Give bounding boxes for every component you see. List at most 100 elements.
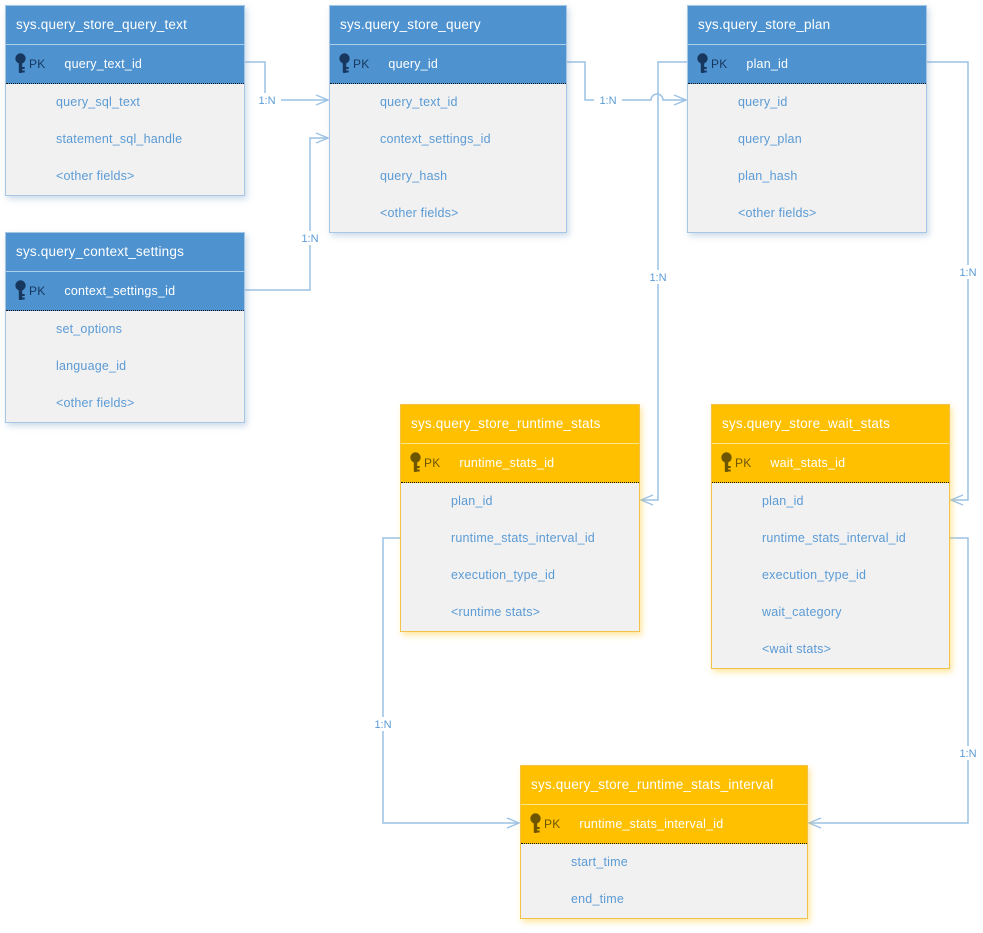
label-background bbox=[296, 231, 324, 245]
field-row: runtime_stats_interval_id bbox=[401, 520, 639, 557]
table-title: sys.query_store_query bbox=[330, 6, 566, 44]
pk-field-name: context_settings_id bbox=[64, 284, 176, 298]
table-title: sys.query_context_settings bbox=[6, 233, 244, 271]
field-row: execution_type_id bbox=[401, 557, 639, 594]
key-icon bbox=[529, 813, 542, 835]
entity-query-store-runtime-stats[interactable]: sys.query_store_runtime_stats PK runtime… bbox=[400, 404, 640, 632]
field-row: <other fields> bbox=[6, 158, 244, 195]
field-name: query_id bbox=[738, 95, 788, 109]
field-name: <other fields> bbox=[56, 169, 135, 183]
connector-waitstats-to-interval bbox=[807, 537, 969, 829]
cardinality-label: 1:N bbox=[599, 95, 616, 107]
pk-row: PK runtime_stats_id bbox=[401, 443, 639, 483]
pk-row: PK query_id bbox=[330, 44, 566, 84]
cardinality-label: 1:N bbox=[649, 272, 666, 284]
field-row: end_time bbox=[521, 881, 807, 918]
pk-label: PK bbox=[29, 57, 46, 71]
key-icon bbox=[338, 53, 351, 75]
pk-row: PK query_text_id bbox=[6, 44, 244, 84]
pk-label: PK bbox=[735, 456, 752, 470]
pk-row: PK wait_stats_id bbox=[712, 443, 949, 483]
pk-field-name: query_id bbox=[388, 57, 438, 71]
connector-contextsettings-to-query bbox=[245, 132, 330, 291]
key-icon bbox=[409, 452, 422, 474]
field-row: <other fields> bbox=[330, 195, 566, 232]
field-name: plan_id bbox=[451, 494, 493, 508]
pk-row: PK plan_id bbox=[688, 44, 926, 84]
field-name: query_text_id bbox=[380, 95, 458, 109]
entity-query-store-wait-stats[interactable]: sys.query_store_wait_stats PK wait_stats… bbox=[711, 404, 950, 669]
field-row: execution_type_id bbox=[712, 557, 949, 594]
label-background bbox=[644, 270, 672, 284]
entity-query-store-plan[interactable]: sys.query_store_plan PK plan_id query_id… bbox=[687, 5, 927, 233]
pk-row: PK runtime_stats_interval_id bbox=[521, 804, 807, 844]
connector-runtimestats-to-interval bbox=[382, 537, 521, 829]
field-name: language_id bbox=[56, 359, 127, 373]
pk-field-name: runtime_stats_interval_id bbox=[579, 817, 724, 831]
field-row: language_id bbox=[6, 348, 244, 385]
field-name: <other fields> bbox=[738, 206, 817, 220]
connector-plan-to-waitstats bbox=[927, 61, 969, 506]
pk-label: PK bbox=[29, 284, 46, 298]
field-row: query_sql_text bbox=[6, 84, 244, 121]
key-icon bbox=[14, 280, 27, 302]
field-row: <other fields> bbox=[6, 385, 244, 422]
field-row: plan_id bbox=[401, 483, 639, 520]
cardinality-label: 1:N bbox=[301, 233, 318, 245]
field-name: <other fields> bbox=[56, 396, 135, 410]
key-icon bbox=[720, 452, 733, 474]
field-row: plan_hash bbox=[688, 158, 926, 195]
label-background bbox=[253, 93, 281, 107]
cardinality-label: 1:N bbox=[959, 267, 976, 279]
field-name: runtime_stats_interval_id bbox=[451, 531, 595, 545]
table-title: sys.query_store_runtime_stats_interval bbox=[521, 766, 807, 804]
field-row: <other fields> bbox=[688, 195, 926, 232]
label-background bbox=[954, 265, 982, 279]
entity-query-context-settings[interactable]: sys.query_context_settings PK context_se… bbox=[5, 232, 245, 423]
field-row: runtime_stats_interval_id bbox=[712, 520, 949, 557]
cardinality-label: 1:N bbox=[374, 719, 391, 731]
pk-field-name: wait_stats_id bbox=[770, 456, 846, 470]
table-title: sys.query_store_wait_stats bbox=[712, 405, 949, 443]
key-icon bbox=[696, 53, 709, 75]
label-background bbox=[369, 717, 397, 731]
pk-row: PK context_settings_id bbox=[6, 271, 244, 311]
field-row: context_settings_id bbox=[330, 121, 566, 158]
field-row: set_options bbox=[6, 311, 244, 348]
field-row: start_time bbox=[521, 844, 807, 881]
field-name: <runtime stats> bbox=[451, 605, 541, 619]
entity-query-store-query[interactable]: sys.query_store_query PK query_id query_… bbox=[329, 5, 567, 233]
pk-label: PK bbox=[353, 57, 370, 71]
table-title: sys.query_store_query_text bbox=[6, 6, 244, 44]
field-name: query_hash bbox=[380, 169, 448, 183]
field-row: query_hash bbox=[330, 158, 566, 195]
field-name: statement_sql_handle bbox=[56, 132, 183, 146]
field-row: query_text_id bbox=[330, 84, 566, 121]
label-background bbox=[594, 93, 622, 107]
cardinality-label: 1:N bbox=[258, 95, 275, 107]
key-icon bbox=[14, 53, 27, 75]
field-row: <runtime stats> bbox=[401, 594, 639, 631]
field-row: query_plan bbox=[688, 121, 926, 158]
field-row: wait_category bbox=[712, 594, 949, 631]
field-name: execution_type_id bbox=[762, 568, 867, 582]
field-name: <other fields> bbox=[380, 206, 459, 220]
connector-query-to-plan bbox=[567, 61, 688, 106]
field-name: end_time bbox=[571, 892, 625, 906]
field-name: <wait stats> bbox=[762, 642, 832, 656]
field-name: execution_type_id bbox=[451, 568, 556, 582]
connector-querytext-to-query bbox=[245, 61, 330, 106]
field-name: start_time bbox=[571, 855, 628, 869]
field-name: plan_hash bbox=[738, 169, 798, 183]
table-title: sys.query_store_runtime_stats bbox=[401, 405, 639, 443]
entity-query-store-query-text[interactable]: sys.query_store_query_text PK query_text… bbox=[5, 5, 245, 196]
entity-query-store-runtime-stats-interval[interactable]: sys.query_store_runtime_stats_interval P… bbox=[520, 765, 808, 919]
field-name: query_sql_text bbox=[56, 95, 141, 109]
field-row: plan_id bbox=[712, 483, 949, 520]
field-name: set_options bbox=[56, 322, 123, 336]
label-background bbox=[954, 746, 982, 760]
field-name: context_settings_id bbox=[380, 132, 491, 146]
pk-field-name: runtime_stats_id bbox=[459, 456, 555, 470]
